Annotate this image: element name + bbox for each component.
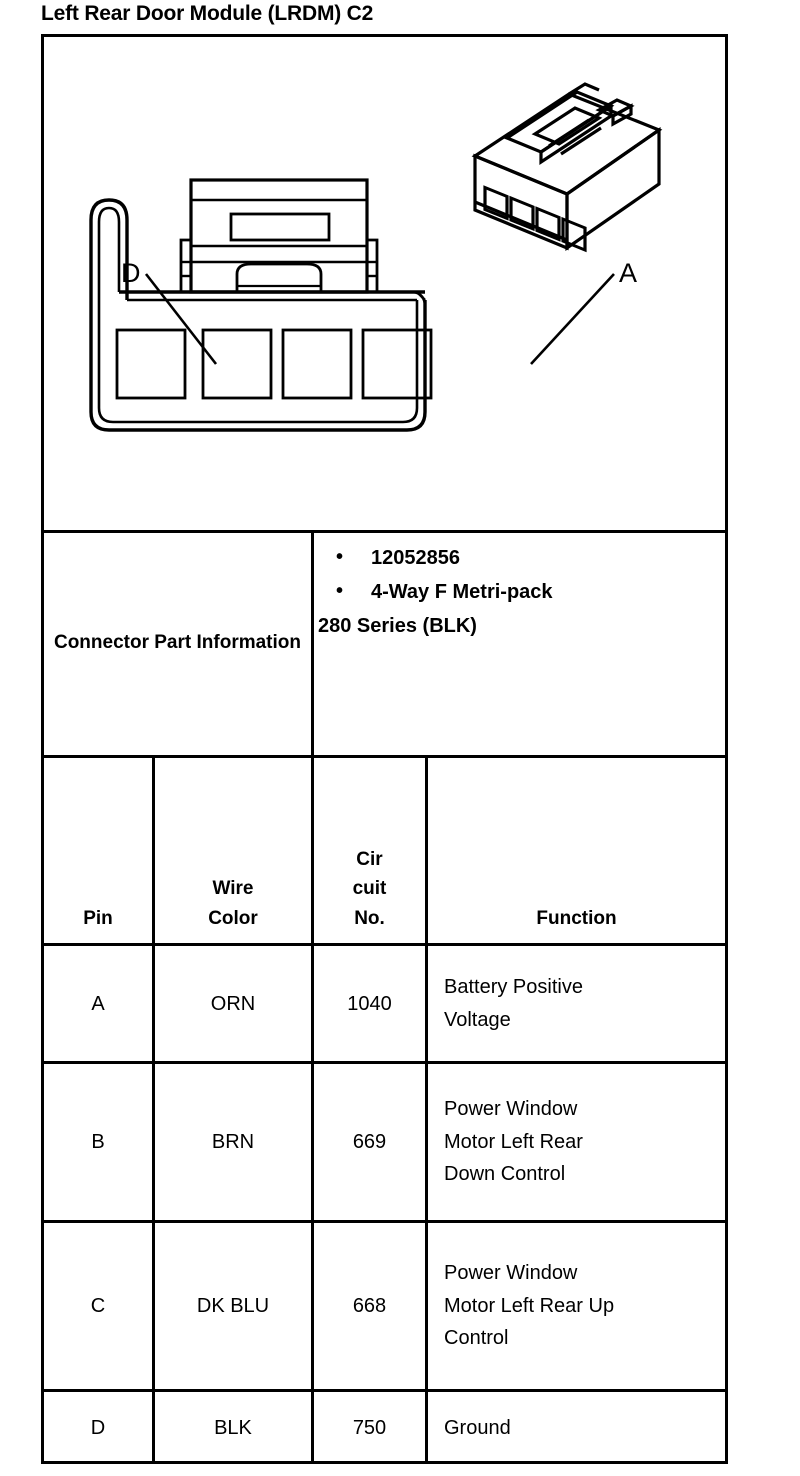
isometric-connector-body xyxy=(471,82,663,253)
cell-wire-color: DK BLU xyxy=(196,1295,270,1317)
leader-line-a xyxy=(530,273,615,365)
front-face-view xyxy=(89,178,433,432)
column-header-wire-color: Wire Color xyxy=(208,878,258,929)
column-header-function: Function xyxy=(536,907,617,929)
connector-part-information-label: Connector Part Information xyxy=(53,631,301,653)
cavity-a xyxy=(361,328,433,400)
part-description-continuation: 280 Series (BLK) xyxy=(318,615,477,637)
cell-function: Battery Positive Voltage xyxy=(444,976,583,1031)
cell-function: Power Window Motor Left Rear Down Contro… xyxy=(444,1098,583,1186)
connector-diagram: D A xyxy=(41,34,728,530)
cavity-c xyxy=(201,328,273,400)
table-row: D xyxy=(90,1417,106,1439)
connector-part-information-body: • 12052856 • 4-Way F Metri-pack 280 Seri… xyxy=(314,540,724,636)
cell-circuit-no: 669 xyxy=(352,1131,387,1153)
part-bullet-item: • 4-Way F Metri-pack xyxy=(314,580,724,603)
part-bullet-item: • 12052856 xyxy=(314,546,724,569)
cell-function: Ground xyxy=(444,1416,511,1439)
divider-drawing-bottom xyxy=(41,530,728,533)
cell-wire-color: ORN xyxy=(210,992,256,1015)
cavity-b xyxy=(281,328,353,400)
part-number: 12052856 xyxy=(371,547,460,569)
divider-partinfo-bottom xyxy=(41,755,728,758)
cell-wire-color: BRN xyxy=(211,1131,255,1153)
cell-wire-color: BLK xyxy=(214,1417,252,1439)
cell-circuit-no: 1040 xyxy=(347,992,392,1015)
cavity-d xyxy=(115,328,187,400)
callout-label-d: D xyxy=(121,258,141,288)
part-description: 4-Way F Metri-pack xyxy=(371,581,553,603)
leader-line-d xyxy=(144,273,218,365)
cell-circuit-no: 668 xyxy=(352,1295,387,1317)
divider-col-wire xyxy=(311,755,314,1464)
divider-col-circuit xyxy=(425,755,428,1464)
cell-function: Power Window Motor Left Rear Up Control xyxy=(444,1262,615,1350)
cell-circuit-no: 750 xyxy=(352,1417,387,1439)
divider-row-a-bottom xyxy=(41,1061,728,1064)
column-header-circuit-no: Cir cuit No. xyxy=(352,848,387,929)
divider-row-c-bottom xyxy=(41,1389,728,1392)
table-row: B xyxy=(91,1131,105,1153)
table-row: A xyxy=(91,992,105,1015)
callout-label-a: A xyxy=(619,258,637,288)
connector-illustration: D A xyxy=(89,82,663,432)
table-frame xyxy=(41,34,728,1464)
bullet-dot-icon: • xyxy=(336,546,344,568)
table-row: C xyxy=(90,1295,106,1317)
divider-row-b-bottom xyxy=(41,1220,728,1223)
divider-col-pin xyxy=(152,755,155,1464)
page-title: Left Rear Door Module (LRDM) C2 xyxy=(41,2,374,25)
column-header-pin: Pin xyxy=(83,907,113,929)
bullet-dot-icon: • xyxy=(336,580,344,602)
divider-partinfo-vertical xyxy=(311,530,314,758)
divider-header-bottom xyxy=(41,943,728,946)
